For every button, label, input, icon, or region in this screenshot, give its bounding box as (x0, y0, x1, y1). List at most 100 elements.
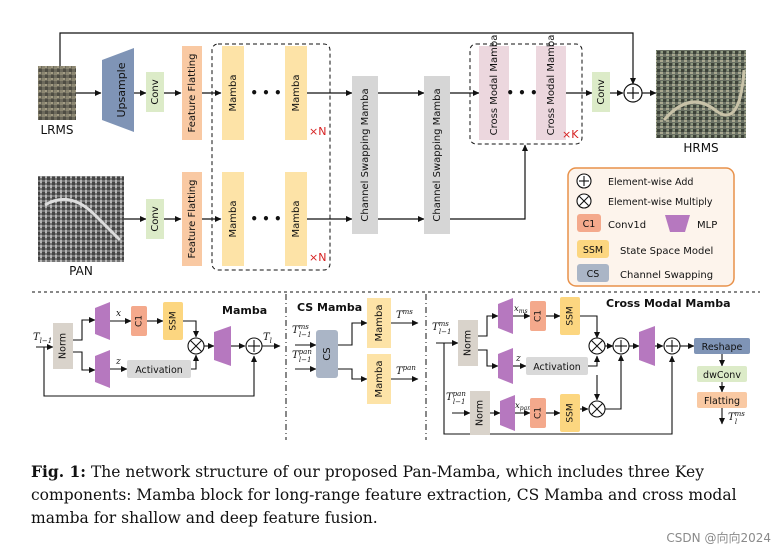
mamba-mlp-z (95, 350, 110, 388)
cm-c1-pan (530, 398, 546, 428)
mamba-x-label: x (116, 309, 121, 319)
channel-swapping-mamba-2 (424, 76, 450, 234)
legend-multiply-text: Element-wise Multiply (608, 197, 713, 208)
legend-mlp-text: MLP (697, 220, 717, 231)
cm-reshape-block (694, 338, 750, 354)
mamba-norm-label: Norm (58, 333, 69, 359)
lrms-label: LRMS (41, 123, 74, 137)
arrow-cm-activation-mul (588, 355, 600, 367)
legend-cs-text: Channel Swapping (620, 270, 713, 281)
mamba-ms-n-label: Mamba (291, 75, 302, 112)
arrow-activation-mul (191, 354, 199, 370)
mamba-ms-1 (222, 46, 244, 140)
mamba-pan-n-label: Mamba (291, 201, 302, 238)
cm-ssm-ms (560, 297, 580, 335)
legend-add-text: Element-wise Add (608, 177, 693, 188)
mamba-z-label: z (115, 357, 121, 367)
cm-multiply-pan-icon (588, 400, 606, 418)
cross-modal-group (469, 43, 583, 145)
cross-modal-mamba-1 (479, 46, 509, 140)
arrow-cmnorm-mlp-z (478, 349, 499, 369)
cm-add-outer-icon (663, 337, 681, 355)
mamba-ssm-block (163, 302, 183, 340)
legend-box (567, 167, 735, 287)
cm-dwconv-block (697, 366, 747, 382)
mamba-ssm-label: SSM (169, 311, 179, 330)
cm-ssm-ms-label: SSM (566, 306, 576, 325)
mamba-c1-label: C1 (135, 315, 145, 327)
cm-add-inner-icon (612, 337, 630, 355)
legend-cs-badge (577, 264, 609, 282)
conv-out-block (592, 72, 610, 112)
cs-out-pan: Tpan (396, 364, 416, 377)
dots-cmm: • • • (506, 86, 537, 100)
repeat-n-ms: ×N (309, 125, 326, 138)
arrow-csm2-cmm-pan (450, 144, 528, 220)
mamba-pan-1 (222, 172, 244, 266)
cross-modal-mamba-k (536, 46, 566, 140)
legend-cs-badge-text: CS (587, 269, 600, 280)
mamba-mlp-x (95, 302, 110, 340)
mamba-activation-block (127, 360, 191, 378)
cm-xpan-label: xpan (515, 401, 531, 412)
conv-pan-block (146, 199, 164, 239)
arrow-cs-mamba-pan (338, 368, 368, 382)
cm-xms-label: xms (514, 304, 528, 315)
arrow-cs-mamba-ms (338, 320, 368, 346)
legend-c1-text: Conv1d (608, 220, 646, 231)
arrow-norm-mlp-z (73, 351, 96, 373)
legend-c1-badge-text: C1 (583, 219, 596, 230)
add-icon (623, 83, 643, 103)
cm-z-label: z (515, 354, 521, 364)
pan-image-detail (44, 197, 122, 242)
pan-mamba-diagram: LRMS PAN HRMS Upsample Conv Feature Flat… (32, 32, 760, 440)
dots-ms: • • • (250, 86, 281, 100)
cm-reshape-label: Reshape (702, 342, 743, 353)
cm-ssm-pan (560, 394, 580, 432)
mamba-t-in: Tl−1 (33, 332, 52, 345)
mamba-block-title: Mamba (222, 304, 267, 317)
caption-label: Fig. 1: (31, 462, 87, 481)
mamba-residual-arrow (43, 347, 257, 397)
cm-activation-block (526, 357, 588, 375)
arrow-ssm-mul (183, 320, 199, 338)
cm-norm-ms-label: Norm (463, 330, 474, 356)
cross-modal-mamba-1-label: Cross Modal Mamba (489, 35, 500, 136)
legend-mlp-icon (665, 215, 690, 232)
cm-dwconv-label: dwConv (703, 370, 741, 381)
feature-flatting-ms-block (182, 46, 202, 140)
arrow-norm-mlp-x (73, 317, 96, 341)
cs-mamba-ms-label: Mamba (374, 305, 385, 342)
cm-mlp-x-pan (500, 395, 515, 431)
mamba-activation-label: Activation (135, 365, 183, 376)
channel-swapping-mamba-1-label: Channel Swapping Mamba (360, 88, 371, 221)
cm-activation-label: Activation (533, 362, 581, 373)
dots-pan: • • • (250, 212, 281, 226)
mamba-mlp-out (214, 326, 231, 366)
mamba-t-out: Tl (263, 332, 272, 345)
cm-title: Cross Modal Mamba (606, 297, 731, 310)
cs-block-label: CS (322, 347, 333, 360)
mamba-ms-1-label: Mamba (228, 75, 239, 112)
cs-block (316, 330, 338, 378)
cm-multiply-ms-icon (588, 337, 606, 355)
legend-multiply-icon (576, 193, 592, 209)
cm-norm-pan (470, 391, 490, 435)
conv-ms-label: Conv (150, 79, 161, 104)
pan-label: PAN (69, 264, 93, 278)
feature-flatting-pan-block (182, 172, 202, 266)
legend-ssm-badge-text: SSM (583, 245, 603, 256)
arrow-cm-mulpan-add (605, 354, 624, 410)
legend-add-icon (576, 173, 592, 189)
mamba-add-icon (245, 337, 263, 355)
cm-norm-pan-label: Norm (475, 400, 486, 426)
legend-ssm-text: State Space Model (620, 246, 713, 257)
mamba-multiply-icon (187, 337, 205, 355)
legend-ssm-badge (577, 240, 609, 258)
cm-residual-arrow (443, 343, 675, 435)
